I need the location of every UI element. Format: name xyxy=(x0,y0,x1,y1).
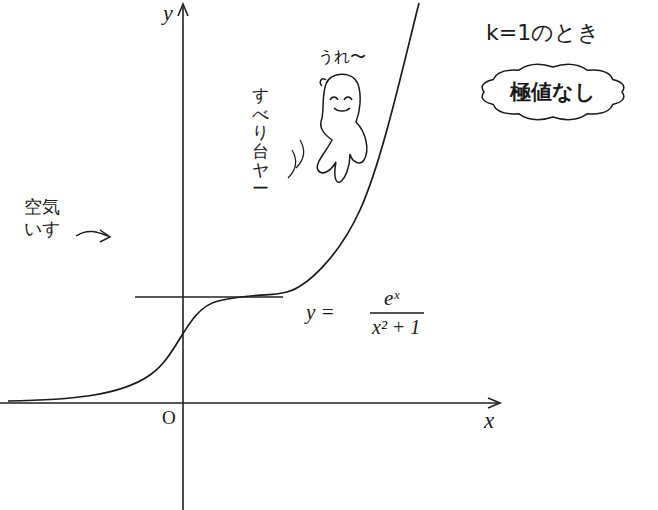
y-axis xyxy=(182,4,184,510)
axis-label: x xyxy=(484,408,494,434)
origin-label: O xyxy=(162,407,176,429)
cloud-bubble: 極値なし xyxy=(476,60,630,124)
axis-label: y xyxy=(163,0,173,25)
formula-part: y = xyxy=(306,300,335,324)
tangent-line xyxy=(135,296,283,297)
motion-marks xyxy=(288,140,303,178)
formula-part: eˣ xyxy=(384,286,399,310)
condition-note: k=1のとき xyxy=(486,20,600,45)
y-axis-arrow xyxy=(178,4,188,16)
cloud-text: 極値なし xyxy=(476,60,630,106)
x-axis-arrow xyxy=(488,398,500,408)
pointer-arrowhead xyxy=(100,230,110,242)
formula-part: x² + 1 xyxy=(372,316,420,339)
x-axis xyxy=(0,402,500,404)
callout-note: 空気 いす xyxy=(24,196,65,239)
function-curve xyxy=(8,3,419,401)
vertical-note: すべり台ヤー xyxy=(252,86,269,198)
cartoon-character xyxy=(317,74,367,182)
fraction-bar xyxy=(370,312,424,313)
speech-note: うれ〜 xyxy=(318,48,366,66)
